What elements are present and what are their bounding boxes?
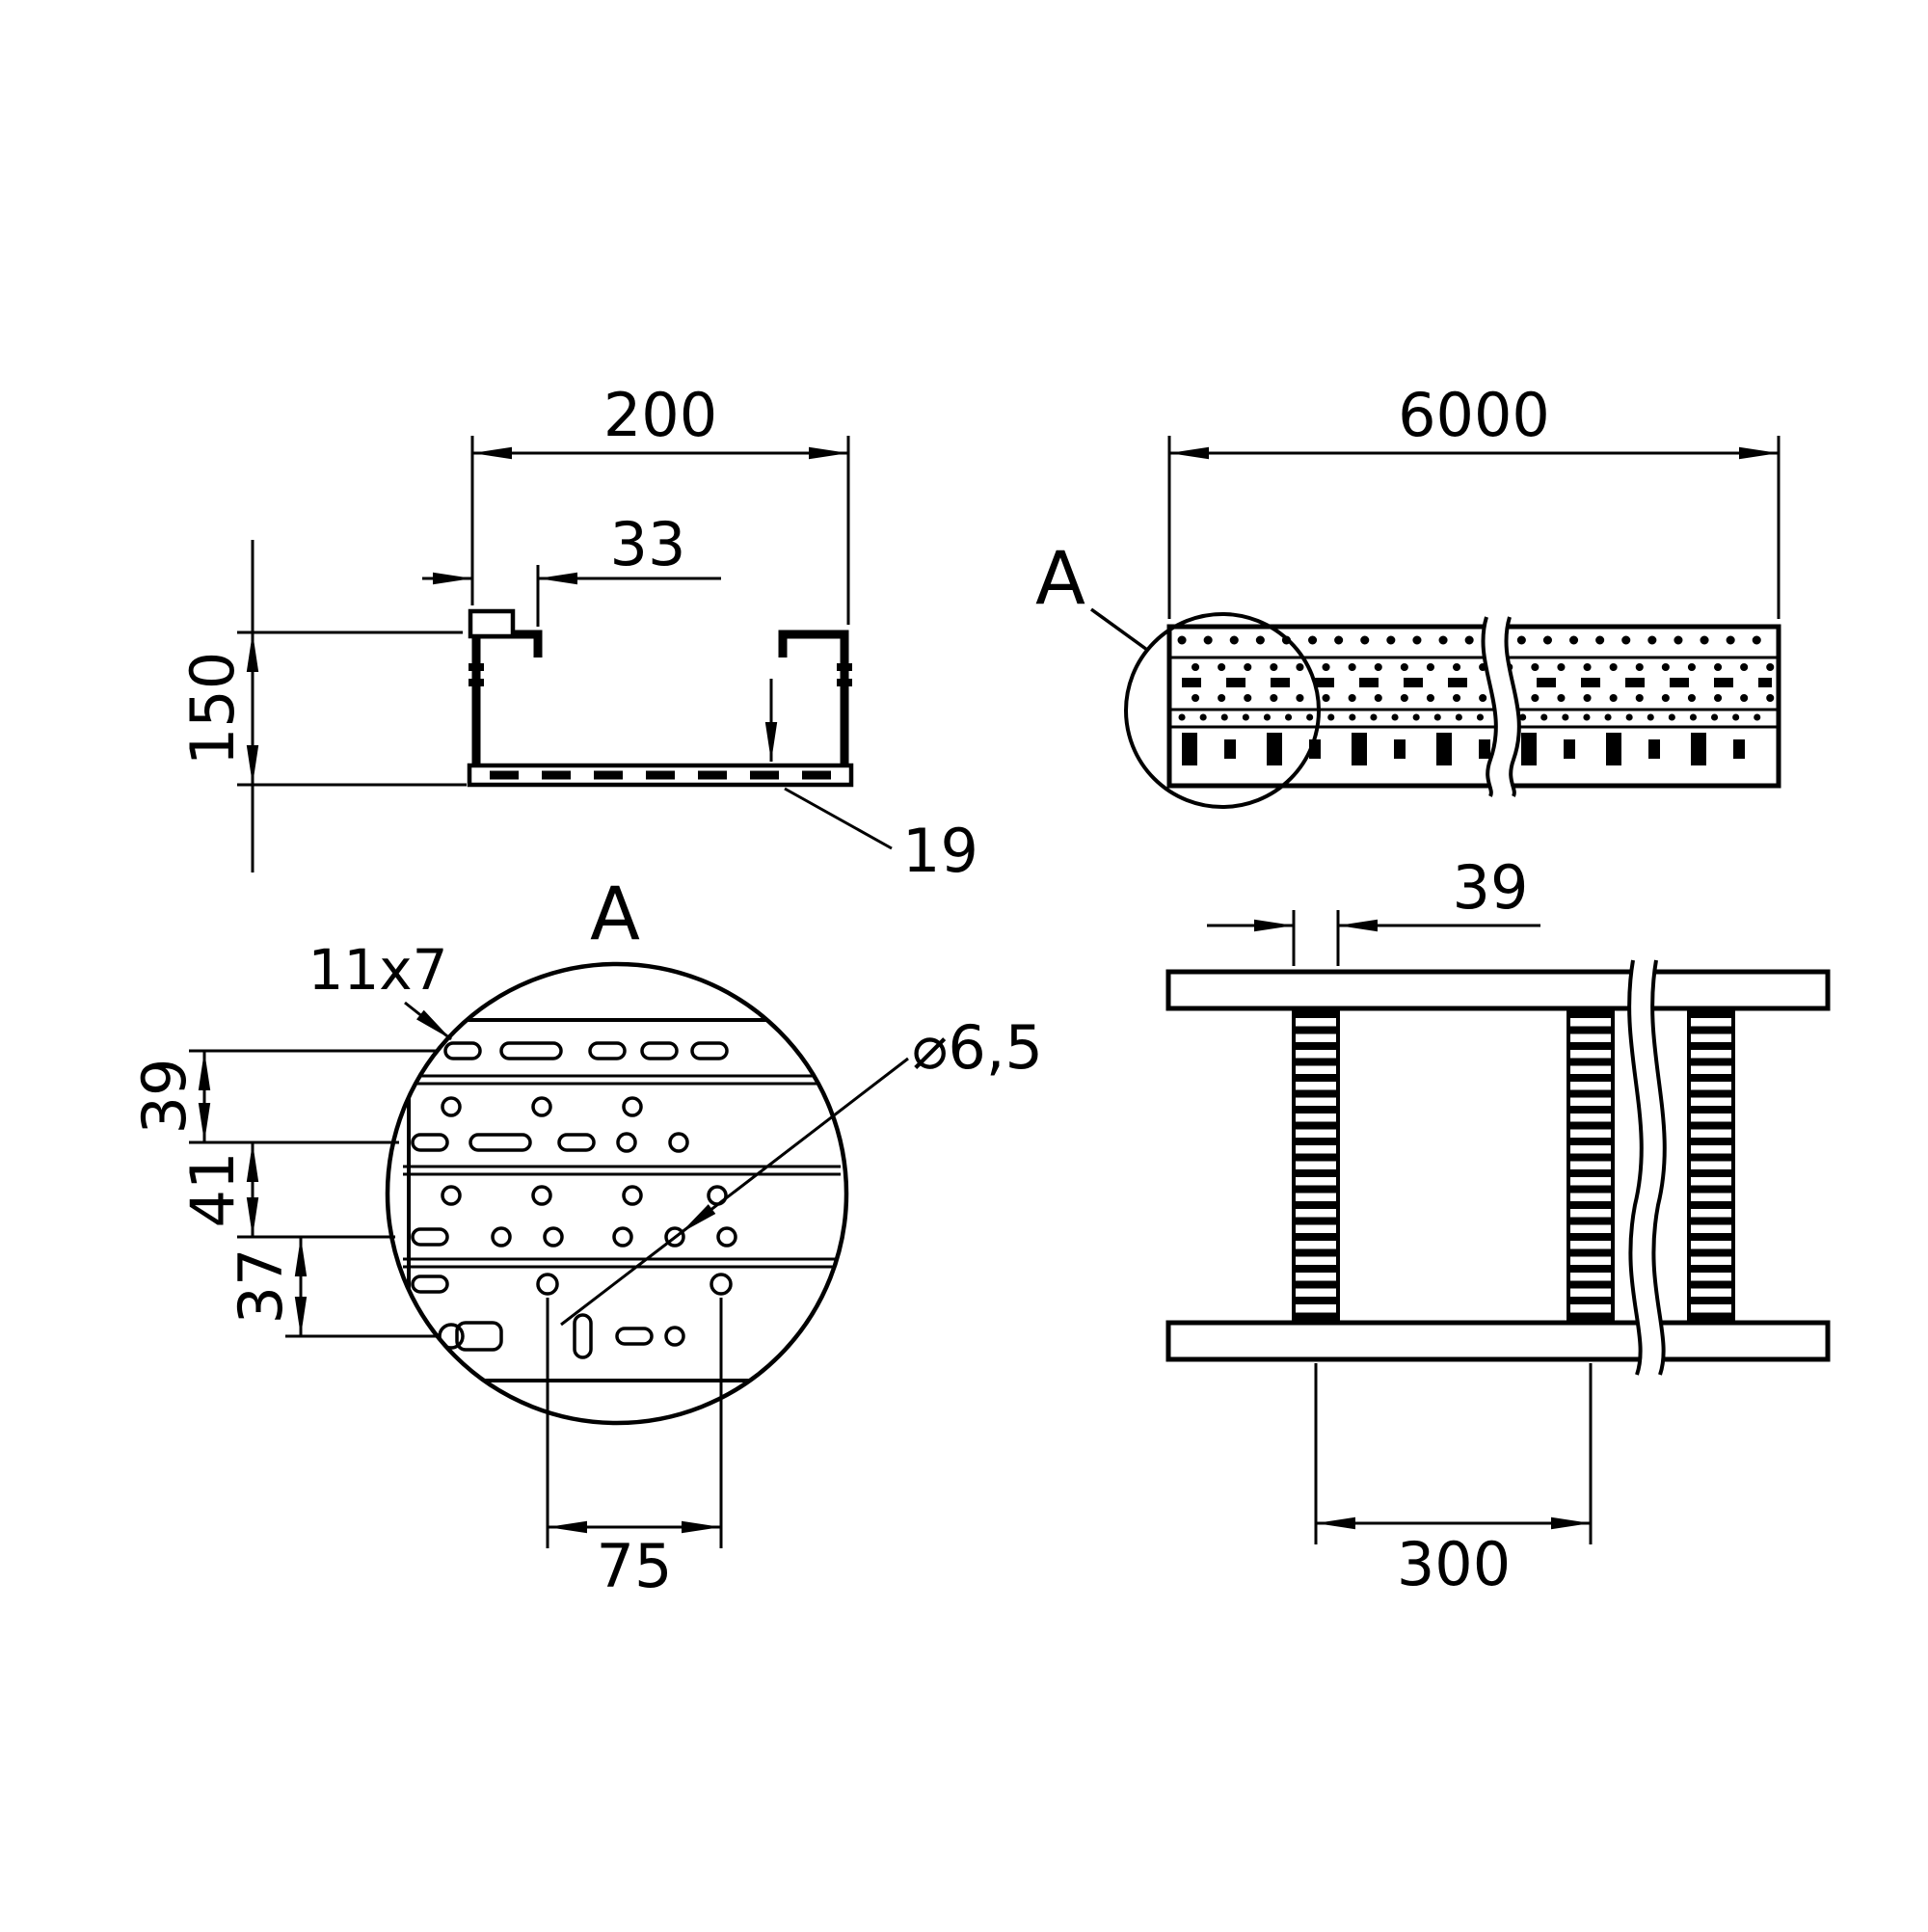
dim-row-pitch-41-label: 41 — [177, 1152, 248, 1228]
detail-callout-leader — [1089, 607, 1149, 652]
section-detail-marker: A — [590, 871, 640, 956]
dim-height-150: 150 — [177, 540, 467, 872]
dim-rung-pitch-300: 300 — [1314, 1363, 1593, 1599]
channel-left-wall — [471, 630, 543, 765]
break-line-side — [1481, 616, 1521, 797]
bottom-rail — [1165, 1320, 1831, 1362]
break-line-plan — [1627, 959, 1667, 1376]
dim-length-6000: 6000 — [1167, 380, 1781, 619]
side-perforation-rows — [1177, 635, 1777, 765]
dim-width-200-label: 200 — [603, 380, 717, 450]
dim-rung-width-39: 39 — [1207, 852, 1540, 966]
detail-callout-circle — [1124, 612, 1321, 809]
dim-hole-diameter-label: ⌀6,5 — [912, 1012, 1043, 1083]
dim-lip-33: 33 — [422, 509, 721, 627]
dim-slot-11x7: 11x7 — [308, 937, 452, 1041]
ladder-rungs — [1292, 1006, 1735, 1325]
dim-row-pitch-37-label: 37 — [226, 1248, 296, 1325]
dim-rung-width-39-label: 39 — [1453, 852, 1529, 923]
channel-right-wall — [778, 630, 849, 765]
dim-length-6000-label: 6000 — [1398, 380, 1550, 450]
dim-hole-diameter: ⌀6,5 — [560, 1012, 1043, 1327]
dim-row-pitches: 39 41 37 — [129, 1049, 439, 1338]
dim-slot-11x7-label: 11x7 — [308, 937, 447, 1003]
dim-rung-pitch-300-label: 300 — [1397, 1529, 1511, 1599]
dim-thickness-19: 19 — [764, 679, 978, 886]
dim-hole-pitch-75-label: 75 — [597, 1531, 673, 1601]
dim-lip-33-label: 33 — [610, 509, 686, 579]
dim-thickness-19-label: 19 — [902, 816, 978, 886]
dim-hole-pitch-75: 75 — [546, 1298, 723, 1601]
dim-row-pitch-39-label: 39 — [129, 1059, 200, 1135]
cross-section-view: 200 33 150 19 A — [177, 380, 978, 956]
plan-view: 39 300 — [1165, 852, 1831, 1599]
coupling-tab — [468, 608, 516, 639]
side-view: A 6000 — [1035, 380, 1781, 809]
detail-circle — [385, 961, 849, 1426]
top-rail — [1165, 969, 1831, 1011]
side-view-outline — [1166, 624, 1781, 789]
detail-callout-label: A — [1035, 535, 1085, 621]
dim-height-150-label: 150 — [177, 652, 248, 765]
detail-view: 11x7 ⌀6,5 39 41 37 75 — [129, 937, 1043, 1601]
dim-width-200: 200 — [470, 380, 850, 625]
